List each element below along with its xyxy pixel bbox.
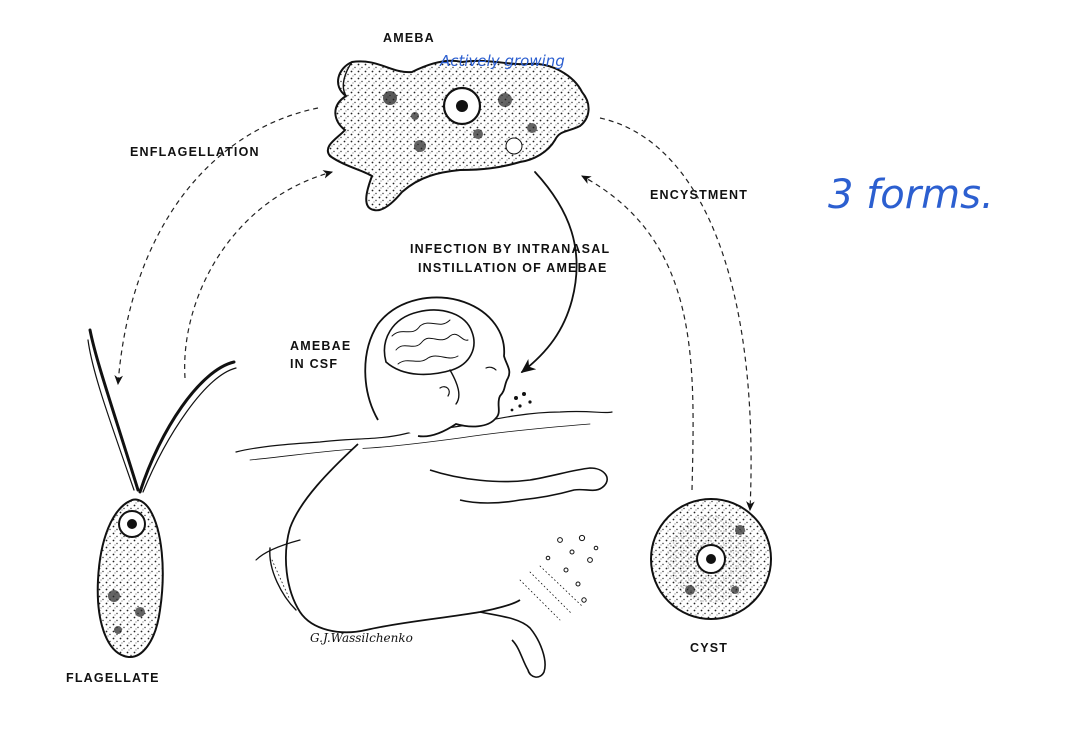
ameba-illustration bbox=[326, 59, 590, 212]
infection-label-line2: INSTILLATION OF AMEBAE bbox=[418, 261, 608, 275]
amebae-csf-label-line1: AMEBAE bbox=[290, 339, 351, 353]
cyst-illustration bbox=[650, 498, 772, 620]
infection-arrow bbox=[520, 171, 578, 373]
encystment-arrow bbox=[599, 117, 755, 512]
reversion-arrow bbox=[184, 170, 334, 379]
flagellate-illustration bbox=[87, 328, 237, 658]
actively-growing-note: Actively growing bbox=[439, 52, 565, 70]
enflagellation-arrow bbox=[114, 107, 319, 386]
ameba-label: AMEBA bbox=[383, 31, 435, 45]
three-forms-note: 3 forms. bbox=[828, 172, 994, 218]
amebae-csf-label-line2: IN CSF bbox=[290, 357, 338, 371]
flagellate-label: FLAGELLATE bbox=[66, 671, 160, 685]
infection-label-line1: INFECTION BY INTRANASAL bbox=[410, 242, 610, 256]
enflagellation-label: ENFLAGELLATION bbox=[130, 145, 260, 159]
swimmer-illustration bbox=[235, 296, 613, 678]
encystment-label: ENCYSTMENT bbox=[650, 188, 748, 202]
excystment-arrow bbox=[581, 175, 694, 491]
artist-signature: G.J.Wassilchenko bbox=[310, 631, 413, 645]
cyst-label: CYST bbox=[690, 641, 728, 655]
